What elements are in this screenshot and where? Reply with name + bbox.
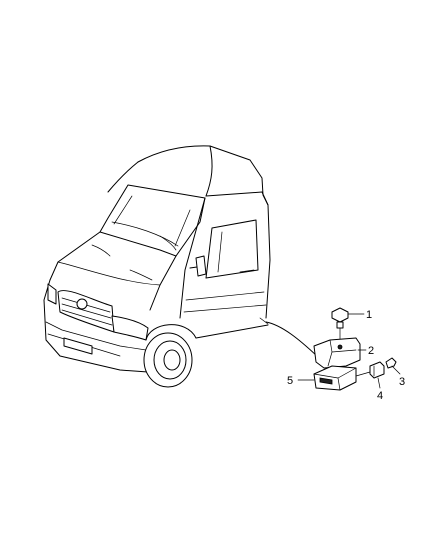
callout-2: 2 bbox=[357, 345, 374, 357]
part-5-module bbox=[313, 365, 371, 391]
part-3-clip bbox=[385, 357, 397, 369]
callout-5: 5 bbox=[287, 375, 315, 387]
location-leader-line bbox=[265, 321, 319, 358]
part-2-bracket bbox=[313, 337, 361, 369]
callout-3-label: 3 bbox=[399, 376, 405, 388]
part-4-connector bbox=[369, 361, 385, 379]
callout-1-label: 1 bbox=[366, 309, 372, 321]
callout-3: 3 bbox=[391, 365, 405, 388]
callout-5-label: 5 bbox=[287, 375, 293, 387]
callout-4-label: 4 bbox=[377, 390, 383, 402]
callout-2-label: 2 bbox=[368, 345, 374, 357]
callout-4: 4 bbox=[377, 377, 383, 402]
callout-1: 1 bbox=[347, 309, 372, 321]
van-illustration bbox=[43, 145, 271, 388]
part-1-bolt bbox=[331, 307, 349, 343]
